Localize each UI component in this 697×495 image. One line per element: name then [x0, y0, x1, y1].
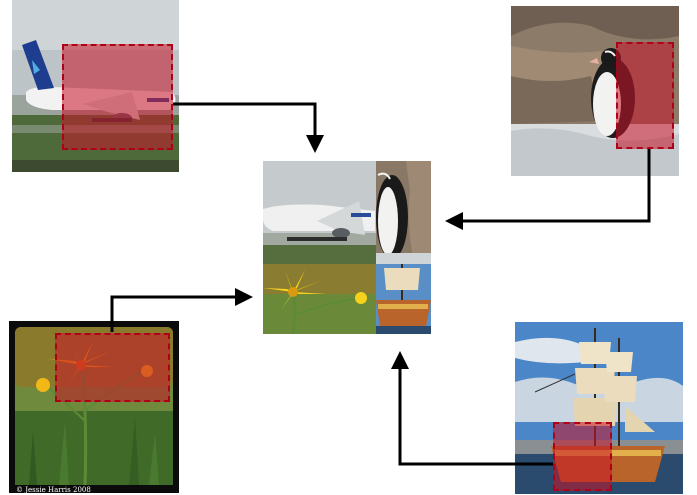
mosaic-tile-airplane — [263, 161, 376, 264]
flower-crop-region — [55, 333, 170, 402]
photo-credit: © Jessie Harris 2008 — [16, 486, 91, 494]
flower-source-photo — [9, 321, 179, 493]
airplane-source-photo — [12, 0, 179, 172]
airplane-crop-region — [62, 44, 173, 150]
mosaic-tile-sailing-ship — [376, 264, 431, 334]
mosaic-tile-flower — [263, 264, 376, 334]
arrow-airplane-to-mosaic — [173, 102, 324, 153]
penguin-source-photo — [511, 6, 679, 176]
penguin-crop-region — [616, 42, 674, 149]
sailing-ship-crop-region — [553, 422, 612, 491]
mosaic-tile-penguin — [376, 161, 431, 264]
mosaic-output-image — [263, 161, 431, 334]
sailing-ship-source-photo — [515, 322, 683, 494]
